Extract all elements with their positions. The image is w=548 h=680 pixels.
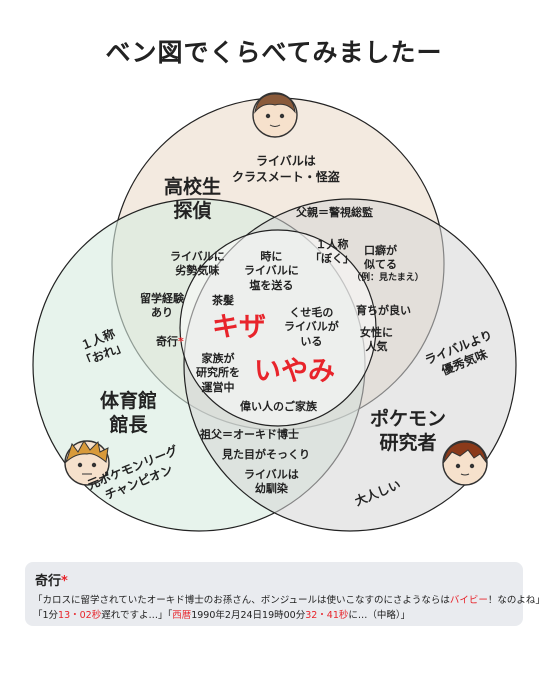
detective-face-icon [252,92,298,138]
label-father-police: 父親＝警視総監 [296,206,373,219]
label-detective: 高校生 探偵 [164,176,222,222]
label-gym-director: 体育館 館長 [100,390,158,436]
label-family-lab: 家族が 研究所を 運営中 [196,352,240,394]
label-grandfather-oak: 祖父＝オーキド博士 [200,428,299,441]
label-help-rival: 時に ライバルに 塩を送る [244,250,299,292]
label-first-person-boku: １人称 「ぼく」 [310,238,354,266]
label-eccentric: 奇行* [156,335,184,348]
footnote-title: 奇行* [35,574,68,589]
director-face-icon [64,440,110,486]
label-popular-with-women: 女性に 人気 [360,326,393,354]
label-brown-hair: 茶髪 [212,294,234,307]
footnote-line-2: 「1分13・02秒遅れですよ…」「西暦1990年2月24日19時00分32・41… [33,610,411,621]
label-inferior-to-rival: ライバルに 劣勢気味 [170,250,225,278]
footnote-line-1: 「カロスに留学されていたオーキド博士のお孫さん、ボンジュールは使いこなすのにさよ… [33,595,545,606]
label-study-abroad: 留学経験 あり [140,292,184,320]
label-important-family: 偉い人のご家族 [240,400,317,413]
label-kiza: キザ [212,312,266,343]
label-iyami: いやみ [254,356,335,387]
researcher-face-icon [442,440,488,486]
label-pokemon-researcher: ポケモン 研究者 [370,408,447,454]
label-catchphrase-example: （例：見たまえ） [352,273,424,283]
page-title: ベン図でくらべてみましたー [105,38,443,67]
label-rival-classmate: ライバルは クラスメート・怪盗 [232,154,340,184]
footnote-box: 奇行* 「カロスに留学されていたオーキド博士のお孫さん、ボンジュールは使いこなす… [25,562,545,626]
label-childhood-friend-rival: ライバルは 幼馴染 [244,468,299,496]
label-well-raised: 育ちが良い [356,304,411,317]
label-curly-rival: くせ毛の ライバルが いる [284,306,339,348]
circle-center [179,229,377,427]
label-same-catchphrase: 口癖が 似てる [364,244,397,272]
label-lookalike: 見た目がそっくり [222,448,310,461]
